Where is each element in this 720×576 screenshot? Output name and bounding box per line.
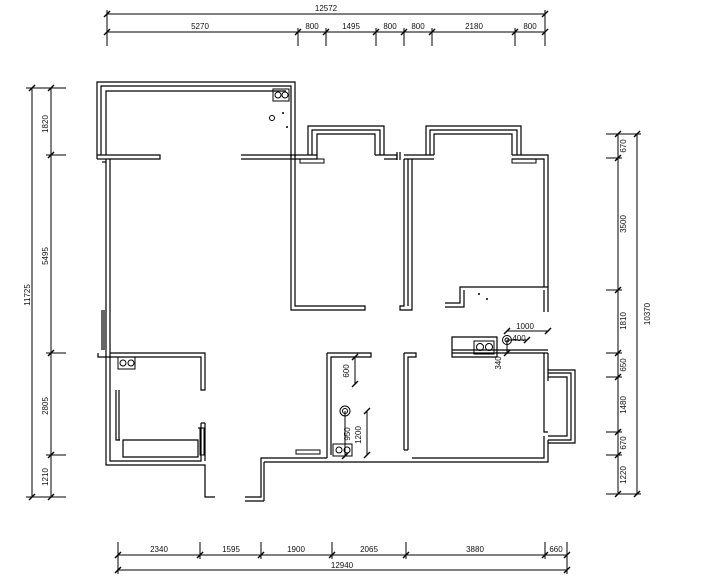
stove-icon xyxy=(272,88,290,102)
radiator-right xyxy=(511,158,537,164)
top-seg-2: 800 xyxy=(305,22,319,31)
top-dimension-chain: 12572 5270 800 1495 800 800 2180 800 xyxy=(103,4,549,46)
bottom-total-label: 12940 xyxy=(331,561,354,570)
left-seg-1: 1820 xyxy=(41,115,50,133)
bottom-dimension-chain: 2340 1595 1900 2065 3880 660 12940 xyxy=(114,542,571,574)
right-seg-4: 650 xyxy=(619,358,628,372)
top-seg-5: 800 xyxy=(411,22,425,31)
bottom-seg-6: 660 xyxy=(549,545,563,554)
right-seg-5: 1480 xyxy=(619,396,628,414)
top-total-label: 12572 xyxy=(315,4,338,13)
marker-dot xyxy=(486,298,488,300)
bottom-seg-2: 1595 xyxy=(222,545,240,554)
left-ticks xyxy=(28,84,55,501)
left-seg-3: 2805 xyxy=(41,397,50,415)
kitchen-annotations: 1000 400 340 xyxy=(494,322,552,370)
top-seg-1: 5270 xyxy=(191,22,209,31)
right-seg-7: 1220 xyxy=(619,466,628,484)
left-seg-4: 1210 xyxy=(41,468,50,486)
top-seg-3: 1495 xyxy=(342,22,360,31)
balcony-frame xyxy=(96,81,296,160)
dim-950: 950 xyxy=(343,427,352,441)
stove-icon xyxy=(117,356,136,370)
marker-dot xyxy=(478,293,480,295)
bottom-seg-1: 2340 xyxy=(150,545,168,554)
right-seg-3: 1810 xyxy=(619,312,628,330)
walls xyxy=(96,81,576,502)
top-seg-7: 800 xyxy=(523,22,537,31)
dim-340: 340 xyxy=(494,356,503,370)
stove-icon xyxy=(332,443,353,457)
bathroom-annotations: 600 950 1200 xyxy=(341,353,371,460)
right-total-label: 10370 xyxy=(643,302,652,325)
left-seg-2: 5495 xyxy=(41,247,50,265)
right-ticks xyxy=(614,130,641,498)
bottom-seg-5: 3880 xyxy=(466,545,484,554)
dim-1200: 1200 xyxy=(354,426,363,444)
right-seg-1: 670 xyxy=(619,139,628,153)
top-seg-6: 2180 xyxy=(465,22,483,31)
dim-600: 600 xyxy=(342,364,351,378)
left-total-label: 11725 xyxy=(23,284,32,306)
bottom-seg-4: 2065 xyxy=(360,545,378,554)
radiator xyxy=(299,158,325,164)
top-ticks xyxy=(103,10,549,46)
right-seg-2: 3500 xyxy=(619,215,628,233)
outlet-icon xyxy=(269,112,288,128)
right-seg-6: 670 xyxy=(619,436,628,450)
stove-icon xyxy=(473,340,495,355)
radiator xyxy=(295,449,321,455)
right-dimension-chain: 670 3500 1810 650 1480 670 1220 10370 xyxy=(606,130,652,498)
bottom-ticks xyxy=(114,551,571,574)
left-dimension-chain: 11725 1820 5495 2805 1210 xyxy=(23,84,66,501)
top-seg-4: 800 xyxy=(383,22,397,31)
dim-1000: 1000 xyxy=(516,322,534,331)
bottom-seg-3: 1900 xyxy=(287,545,305,554)
dim-400: 400 xyxy=(512,334,526,343)
